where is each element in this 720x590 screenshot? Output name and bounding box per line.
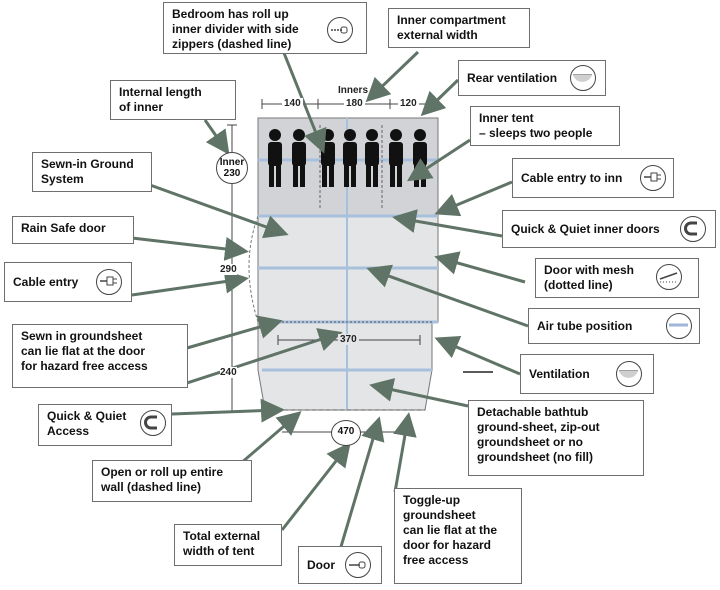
bathtub-callout: Detachable bathtub ground-sheet, zip-out… [468, 400, 644, 476]
inner-width-1: 140 [282, 98, 303, 109]
magnet-icon [140, 410, 166, 436]
callout-line: Rear ventilation [467, 71, 558, 85]
callout-line: Toggle-up [403, 493, 461, 507]
callout-line: – sleeps two people [479, 126, 593, 140]
callout-line: Detachable bathtub [477, 405, 589, 419]
callout-line: width of tent [183, 544, 255, 558]
plug-icon [640, 165, 666, 191]
inner-width-callout: Inner compartment external width [388, 8, 530, 48]
callout-line: door for hazard [403, 538, 492, 552]
callout-line: external width [397, 28, 478, 42]
callout-line: zippers (dashed line) [172, 37, 292, 51]
callout-line: (dotted line) [544, 278, 613, 292]
callout-line: groundsheet (no fill) [477, 450, 593, 464]
callout-line: System [41, 172, 84, 186]
callout-line: inner divider with side [172, 22, 299, 36]
callout-line: Rain Safe door [21, 221, 106, 235]
callout-line: Inner tent [479, 111, 534, 125]
callout-line: Internal length [119, 85, 202, 99]
inner-width-3: 120 [398, 98, 419, 109]
rain-safe-callout: Rain Safe door [12, 216, 134, 244]
magnet-icon [680, 216, 706, 242]
mid-width: 370 [338, 334, 359, 345]
callout-line: groundsheet or no [477, 435, 583, 449]
callout-line: Open or roll up entire [101, 465, 224, 479]
vent-circle-icon [570, 65, 596, 91]
total-width-badge: 470 [331, 420, 361, 446]
callout-line: Total external [183, 529, 261, 543]
callout-line: free access [403, 553, 469, 567]
toggle-callout: Toggle-up groundsheet can lie flat at th… [394, 488, 522, 584]
internal-length-callout: Internal length of inner [110, 80, 236, 120]
callout-line: Quick & Quiet inner doors [511, 222, 660, 236]
callout-line: Door [307, 558, 335, 572]
plug-icon [96, 269, 122, 295]
callout-line: for hazard free access [21, 359, 148, 373]
callout-line: Inner compartment [397, 13, 506, 27]
sewn-ground-callout: Sewn-in Ground System [32, 152, 152, 192]
callout-line: can lie flat at the door [21, 344, 146, 358]
callout-line: wall (dashed line) [101, 480, 202, 494]
inners-title: Inners [338, 85, 369, 96]
inner-length-value: 230 [223, 168, 241, 179]
cable-inner-callout: Cable entry to inn [512, 158, 674, 198]
callout-line: Door with mesh [544, 263, 635, 277]
air-tube-icon [666, 313, 692, 339]
inner-label: Inner [219, 157, 245, 168]
lower-length: 240 [220, 367, 237, 378]
callout-line: Air tube position [537, 319, 633, 333]
callout-line: Access [47, 424, 90, 438]
total-width-callout: Total external width of tent [174, 524, 282, 566]
callout-line: Bedroom has roll up [172, 7, 289, 21]
callout-line: Cable entry [13, 275, 79, 289]
vent-circle-icon [616, 361, 642, 387]
inner-length-badge: Inner 230 [216, 152, 248, 184]
open-wall-callout: Open or roll up entire wall (dashed line… [92, 460, 252, 502]
rain-safe-door [248, 215, 259, 323]
bedroom-callout: Bedroom has roll up inner divider with s… [163, 2, 367, 54]
inner-width-2: 180 [344, 98, 365, 109]
total-length: 290 [220, 264, 237, 275]
callout-line: Quick & Quiet [47, 409, 127, 423]
zipper-icon [345, 552, 371, 578]
callout-line: of inner [119, 100, 163, 114]
mesh-zipper-icon [656, 264, 682, 290]
callout-line: Sewn-in Ground [41, 157, 134, 171]
tent-floorplan [227, 99, 493, 433]
inner-tent-callout: Inner tent – sleeps two people [470, 106, 620, 146]
zipper-icon [327, 17, 353, 43]
sewn-groundsheet-callout: Sewn in groundsheet can lie flat at the … [12, 324, 188, 388]
callout-line: can lie flat at the [403, 523, 498, 537]
callout-line: groundsheet [403, 508, 476, 522]
callout-line: Sewn in groundsheet [21, 329, 143, 343]
callout-line: Ventilation [529, 367, 590, 381]
leader-lines [131, 47, 529, 551]
callout-line: ground-sheet, zip-out [477, 420, 600, 434]
callout-line: Cable entry to inn [521, 171, 623, 185]
